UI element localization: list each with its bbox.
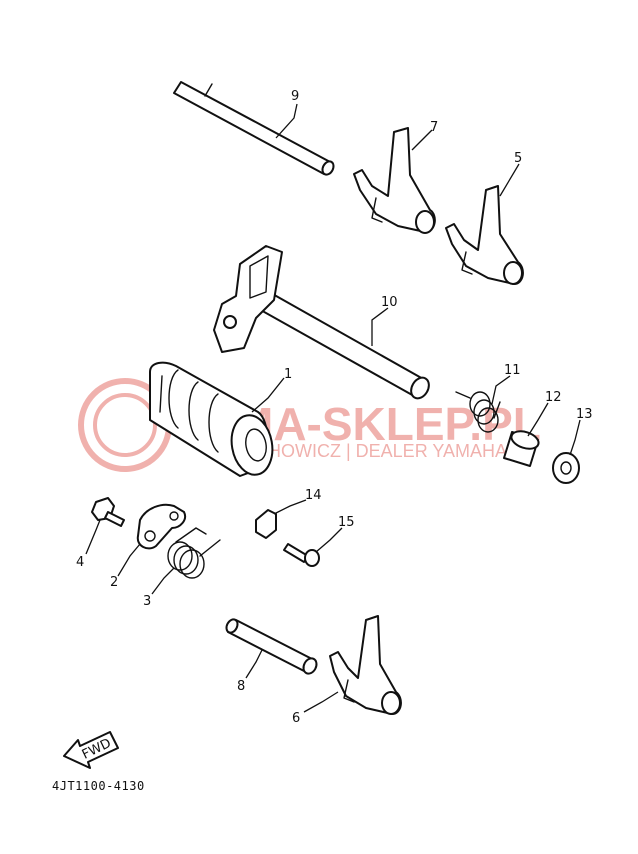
part-10-shift-shaft[interactable] [213, 245, 432, 402]
callout-15[interactable]: 15 [338, 515, 355, 530]
catalog-code: 4JT1100-4130 [52, 779, 145, 793]
callout-12[interactable]: 12 [545, 390, 562, 405]
watermark-subtitle: CHOWICZ | DEALER YAMAHA [255, 441, 507, 461]
callout-4[interactable]: 4 [76, 555, 84, 570]
part-5-shift-fork[interactable] [445, 185, 524, 285]
callout-11[interactable]: 11 [504, 363, 521, 378]
part-6-shift-fork[interactable] [329, 615, 402, 715]
callout-5[interactable]: 5 [514, 151, 522, 166]
callout-10[interactable]: 10 [381, 295, 398, 310]
part-12-collar[interactable] [503, 428, 541, 467]
callout-6[interactable]: 6 [292, 711, 300, 726]
callout-3[interactable]: 3 [143, 594, 151, 609]
part-8-guide-bar[interactable] [224, 617, 319, 675]
part-9-guide-bar[interactable] [173, 81, 336, 177]
callout-8[interactable]: 8 [237, 679, 245, 694]
leader-lines [85, 103, 581, 713]
callout-9[interactable]: 9 [291, 89, 299, 104]
fwd-direction-icon: FWD [63, 731, 119, 769]
callout-7[interactable]: 7 [430, 120, 438, 135]
part-11-spring[interactable] [455, 391, 501, 433]
part-3-torsion-spring[interactable] [167, 527, 221, 579]
watermark: MA-SKLEP.PL CHOWICZ | DEALER YAMAHA [78, 378, 541, 472]
part-1-shift-drum[interactable] [149, 361, 277, 478]
part-14-stopper-plate[interactable] [255, 509, 277, 539]
part-7-shift-fork[interactable] [353, 127, 436, 234]
part-15-screw[interactable] [283, 543, 320, 567]
callout-numbers: 9 7 5 10 11 12 13 1 14 15 4 2 3 8 6 [76, 89, 593, 726]
callout-2[interactable]: 2 [110, 575, 118, 590]
part-2-stopper-lever[interactable] [136, 503, 186, 550]
callout-13[interactable]: 13 [576, 407, 593, 422]
part-13-washer[interactable] [552, 452, 580, 484]
callout-14[interactable]: 14 [305, 488, 322, 503]
part-4-bolt[interactable] [91, 497, 125, 527]
callout-1[interactable]: 1 [284, 367, 292, 382]
